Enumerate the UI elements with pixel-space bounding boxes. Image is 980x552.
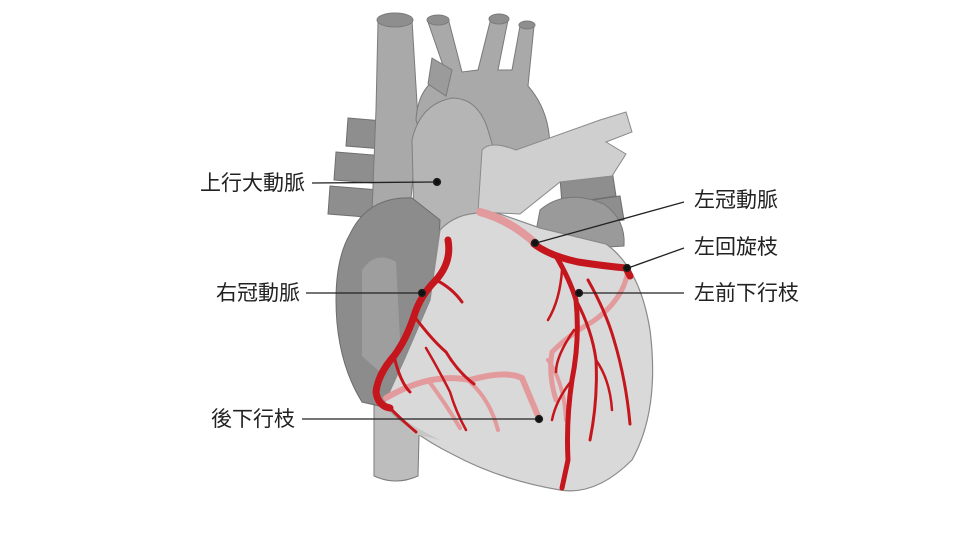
leader-lines — [302, 177, 685, 424]
label-right-coronary-artery: 右冠動脈 — [216, 281, 300, 305]
label-posterior-descending-branch: 後下行枝 — [211, 407, 295, 431]
label-left-circumflex-branch: 左回旋枝 — [694, 235, 778, 259]
pulmonary-trunk — [477, 111, 633, 215]
right-atrium-highlight — [362, 257, 400, 372]
left-coronary-artery-vessel — [530, 240, 634, 491]
ascending-aorta-vessel — [411, 97, 495, 241]
label-left-coronary-artery: 左冠動脈 — [694, 188, 778, 212]
label-left-anterior-descending-branch: 左前下行枝 — [694, 281, 799, 305]
label-ascending-aorta: 上行大動脈 — [200, 171, 305, 195]
ventricles — [383, 212, 654, 492]
vena-cava — [371, 12, 421, 482]
